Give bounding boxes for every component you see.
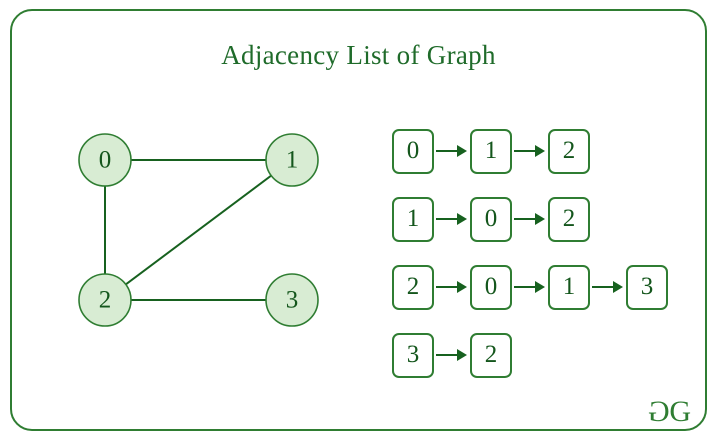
- arrow-icon: [434, 281, 470, 293]
- arrow-icon: [512, 281, 548, 293]
- graph-node-3: [265, 273, 319, 327]
- adjacency-node-3-0: 2: [470, 332, 512, 378]
- adjacency-head-1: 1: [392, 196, 434, 242]
- adjacency-node-2-2: 3: [626, 264, 668, 310]
- graph-node-1-label: 1: [286, 147, 299, 174]
- adjacency-row-3: 3 2: [392, 332, 702, 378]
- arrow-icon: [434, 213, 470, 225]
- watermark-letter-2: G: [669, 395, 691, 428]
- adjacency-node-2-1: 1: [548, 264, 590, 310]
- adjacency-row-0: 0 1 2: [392, 128, 702, 174]
- graph-drawing: 0 1 2 3: [78, 133, 319, 327]
- adjacency-node-1-0: 0: [470, 196, 512, 242]
- adjacency-row-2: 2 0 1 3: [392, 264, 702, 310]
- adjacency-head-2: 2: [392, 264, 434, 310]
- graph-node-0: [78, 133, 132, 187]
- page-title: Adjacency List of Graph: [221, 40, 496, 70]
- edge-2-1: [104, 159, 293, 301]
- watermark-letter-1: G: [649, 395, 670, 428]
- adjacency-node-0-1: 2: [548, 128, 590, 174]
- graph-node-2: [78, 273, 132, 327]
- adjacency-head-3: 3: [392, 332, 434, 378]
- geeksforgeeks-watermark: GG: [649, 395, 691, 429]
- graph-node-1: [265, 133, 319, 187]
- adjacency-node-0-0: 1: [470, 128, 512, 174]
- adjacency-row-1: 1 0 2: [392, 196, 702, 242]
- arrow-icon: [434, 349, 470, 361]
- graph-node-2-label: 2: [99, 287, 112, 314]
- graph-node-0-label: 0: [99, 147, 112, 174]
- arrow-icon: [512, 145, 548, 157]
- outer-frame: [10, 9, 707, 431]
- arrow-icon: [512, 213, 548, 225]
- adjacency-list: 0 1 2 1 0 2 2 0 1 3 3 2: [392, 128, 702, 400]
- arrow-icon: [434, 145, 470, 157]
- graph-node-3-label: 3: [286, 287, 299, 314]
- adjacency-node-1-1: 2: [548, 196, 590, 242]
- adjacency-node-2-0: 0: [470, 264, 512, 310]
- arrow-icon: [590, 281, 626, 293]
- adjacency-head-0: 0: [392, 128, 434, 174]
